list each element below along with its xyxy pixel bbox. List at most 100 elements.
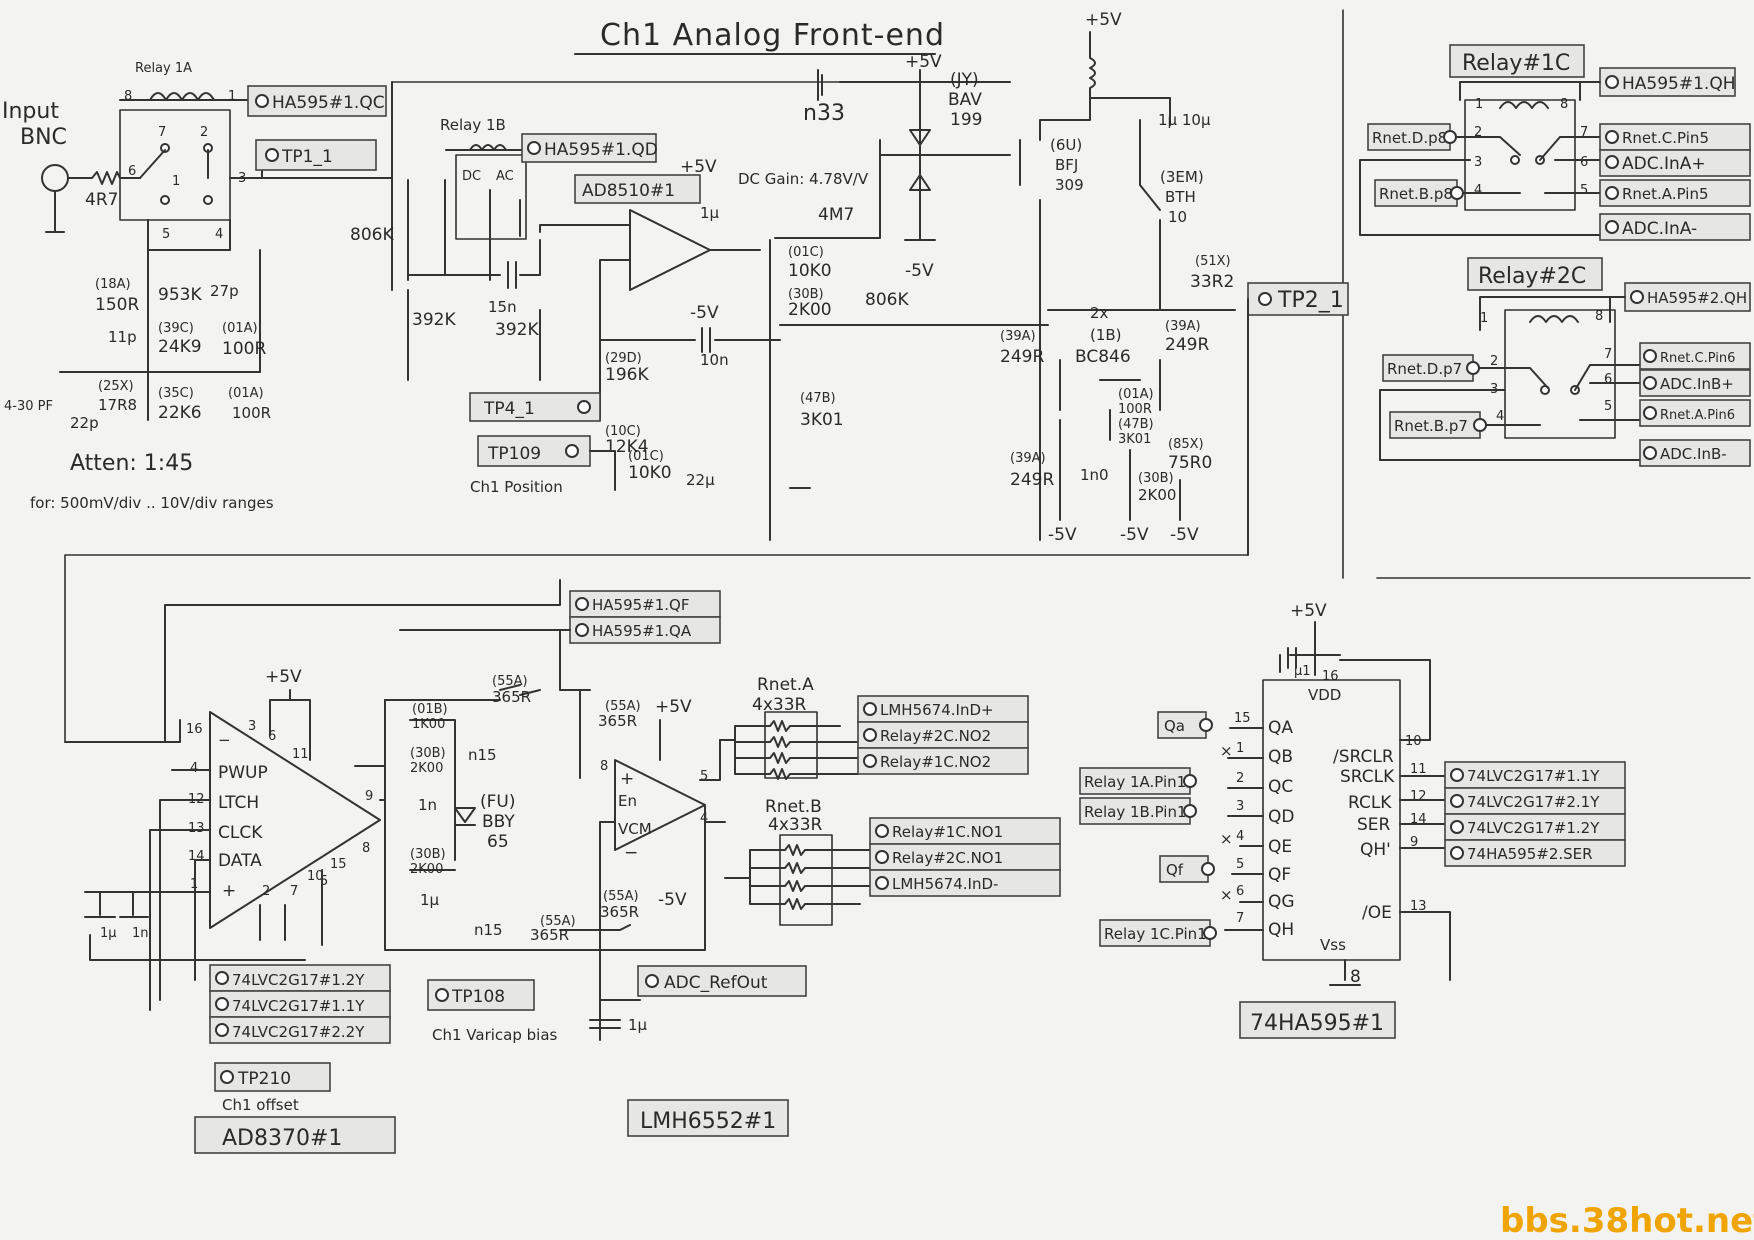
svg-text:Relay#1C.NO1: Relay#1C.NO1	[892, 823, 1003, 841]
net-label: HA595#1.QH	[1622, 74, 1736, 94]
svg-text:7: 7	[1236, 911, 1244, 926]
ad8370-name: AD8370#1	[222, 1126, 342, 1151]
relay-1a-label: Relay 1A	[135, 61, 192, 76]
input-label: Input	[2, 99, 59, 124]
svg-text:(25X): (25X)	[98, 379, 134, 394]
svg-text:Relay#1C.NO2: Relay#1C.NO2	[880, 753, 991, 771]
svg-text:6: 6	[128, 164, 136, 179]
svg-text:8: 8	[1560, 97, 1568, 112]
svg-text:µ1: µ1	[1294, 664, 1311, 679]
bnc-connector-icon	[41, 164, 69, 192]
relay-1c-block: Relay#1C HA595#1.QH 1 8 2 3 4 7 6 5 Rnet…	[1359, 44, 1751, 241]
ad8510-label: AD8510#1	[582, 181, 675, 201]
svg-text:+5V: +5V	[655, 697, 692, 717]
svg-text:3: 3	[1474, 155, 1482, 170]
svg-text:4-30 PF: 4-30 PF	[4, 399, 53, 414]
svg-text:1n: 1n	[418, 796, 437, 814]
svg-text:(47B): (47B)	[800, 391, 836, 406]
svg-text:2: 2	[200, 125, 208, 140]
svg-text:2: 2	[262, 884, 270, 899]
svg-text:QC: QC	[1268, 777, 1293, 797]
resistor-4r7-label: 4R7	[85, 190, 118, 210]
svg-text:10: 10	[1168, 208, 1187, 226]
svg-text:150R: 150R	[95, 295, 139, 315]
svg-text:392K: 392K	[412, 310, 456, 330]
lmh6552-name: LMH6552#1	[640, 1109, 776, 1134]
svg-text:BFJ: BFJ	[1055, 156, 1078, 174]
svg-text:(39A): (39A)	[1000, 329, 1036, 344]
svg-text:249R: 249R	[1010, 470, 1054, 490]
svg-text:QB: QB	[1268, 747, 1293, 767]
svg-text:SRCLK: SRCLK	[1340, 767, 1395, 787]
lmh6552-section: HA595#1.QF HA595#1.QA (01B) 1K00 (30B) 2…	[354, 590, 807, 1137]
svg-text:(30B): (30B)	[788, 287, 824, 302]
svg-text:10: 10	[307, 869, 324, 884]
svg-text:11: 11	[292, 747, 309, 762]
relay-1c-title: Relay#1C	[1462, 51, 1570, 76]
svg-text:33R2: 33R2	[1190, 272, 1234, 292]
svg-text:100R: 100R	[232, 404, 271, 422]
svg-text:4M7: 4M7	[818, 205, 854, 225]
svg-text:LMH5674.InD-: LMH5674.InD-	[892, 875, 998, 893]
pin-ltch: LTCH	[218, 793, 259, 813]
svg-text:Relay 1A.Pin1: Relay 1A.Pin1	[1084, 773, 1186, 791]
svg-text:2: 2	[1236, 771, 1244, 786]
svg-text:1µ: 1µ	[420, 891, 440, 909]
net-label-has-qf: HA595#1.QF	[592, 596, 690, 614]
svg-text:Relay#2C.NO2: Relay#2C.NO2	[880, 727, 991, 745]
svg-text:(18A): (18A)	[95, 277, 131, 292]
svg-text:(55A): (55A)	[605, 699, 641, 714]
svg-text:(39A): (39A)	[1165, 319, 1201, 334]
svg-text:RCLK: RCLK	[1348, 793, 1392, 813]
svg-text:1µ 10µ: 1µ 10µ	[1158, 111, 1211, 129]
svg-text:(01B): (01B)	[412, 702, 448, 717]
ad8370-amplifier-symbol	[209, 711, 381, 929]
relay-1c-body	[1464, 99, 1576, 211]
svg-text:1µ: 1µ	[100, 926, 117, 941]
svg-text:−: −	[218, 731, 231, 749]
svg-text:(55A): (55A)	[540, 914, 576, 929]
svg-text:-5V: -5V	[1170, 525, 1199, 545]
svg-text:14: 14	[188, 849, 205, 864]
svg-text:4: 4	[1236, 829, 1244, 844]
svg-text:Rnet.D.p7: Rnet.D.p7	[1387, 360, 1462, 378]
svg-text:(FU): (FU)	[480, 792, 516, 812]
svg-text:10K0: 10K0	[628, 463, 672, 483]
tag-box	[247, 85, 387, 117]
svg-text:953K: 953K	[158, 285, 202, 305]
svg-text:7: 7	[1604, 347, 1612, 362]
svg-text:(30B): (30B)	[410, 847, 446, 862]
svg-text:+5V: +5V	[680, 157, 717, 177]
svg-text:74LVC2G17#1.1Y: 74LVC2G17#1.1Y	[232, 997, 365, 1015]
svg-text:(3EM): (3EM)	[1160, 168, 1204, 186]
svg-text:6: 6	[1236, 884, 1244, 899]
svg-text:ADC.InB+: ADC.InB+	[1660, 375, 1734, 393]
relay-1b-label: Relay 1B	[440, 116, 506, 134]
svg-text:×: ×	[1220, 742, 1233, 760]
svg-text:1n0: 1n0	[1080, 466, 1109, 484]
svg-text:8: 8	[600, 759, 608, 774]
svg-text:Vss: Vss	[1320, 936, 1346, 954]
svg-text:3: 3	[248, 719, 256, 734]
svg-text:11: 11	[1410, 762, 1427, 777]
rnet-a-label: Rnet.A	[757, 675, 814, 695]
svg-text:22p: 22p	[70, 414, 99, 432]
net-label-has-qa: HA595#1.QA	[592, 622, 692, 640]
svg-text:100R: 100R	[222, 339, 266, 359]
rnet-b-label: Rnet.B	[765, 797, 822, 817]
svg-text:BTH: BTH	[1165, 188, 1196, 206]
svg-text:Relay#2C.NO1: Relay#2C.NO1	[892, 849, 1003, 867]
svg-text:75R0: 75R0	[1168, 453, 1212, 473]
svg-text:SER: SER	[1357, 815, 1391, 835]
svg-text:+5V: +5V	[1290, 601, 1327, 621]
svg-text:365R: 365R	[598, 712, 637, 730]
svg-text:16: 16	[186, 722, 203, 737]
svg-text:(55A): (55A)	[603, 889, 639, 904]
pin-clck: CLCK	[218, 823, 263, 843]
svg-text:Rnet.B.p7: Rnet.B.p7	[1394, 417, 1468, 435]
svg-text:65: 65	[487, 832, 509, 852]
svg-text:4: 4	[215, 227, 223, 242]
svg-text:10K0: 10K0	[788, 261, 832, 281]
svg-text:17R8: 17R8	[98, 396, 137, 414]
svg-text:5: 5	[1580, 183, 1588, 198]
